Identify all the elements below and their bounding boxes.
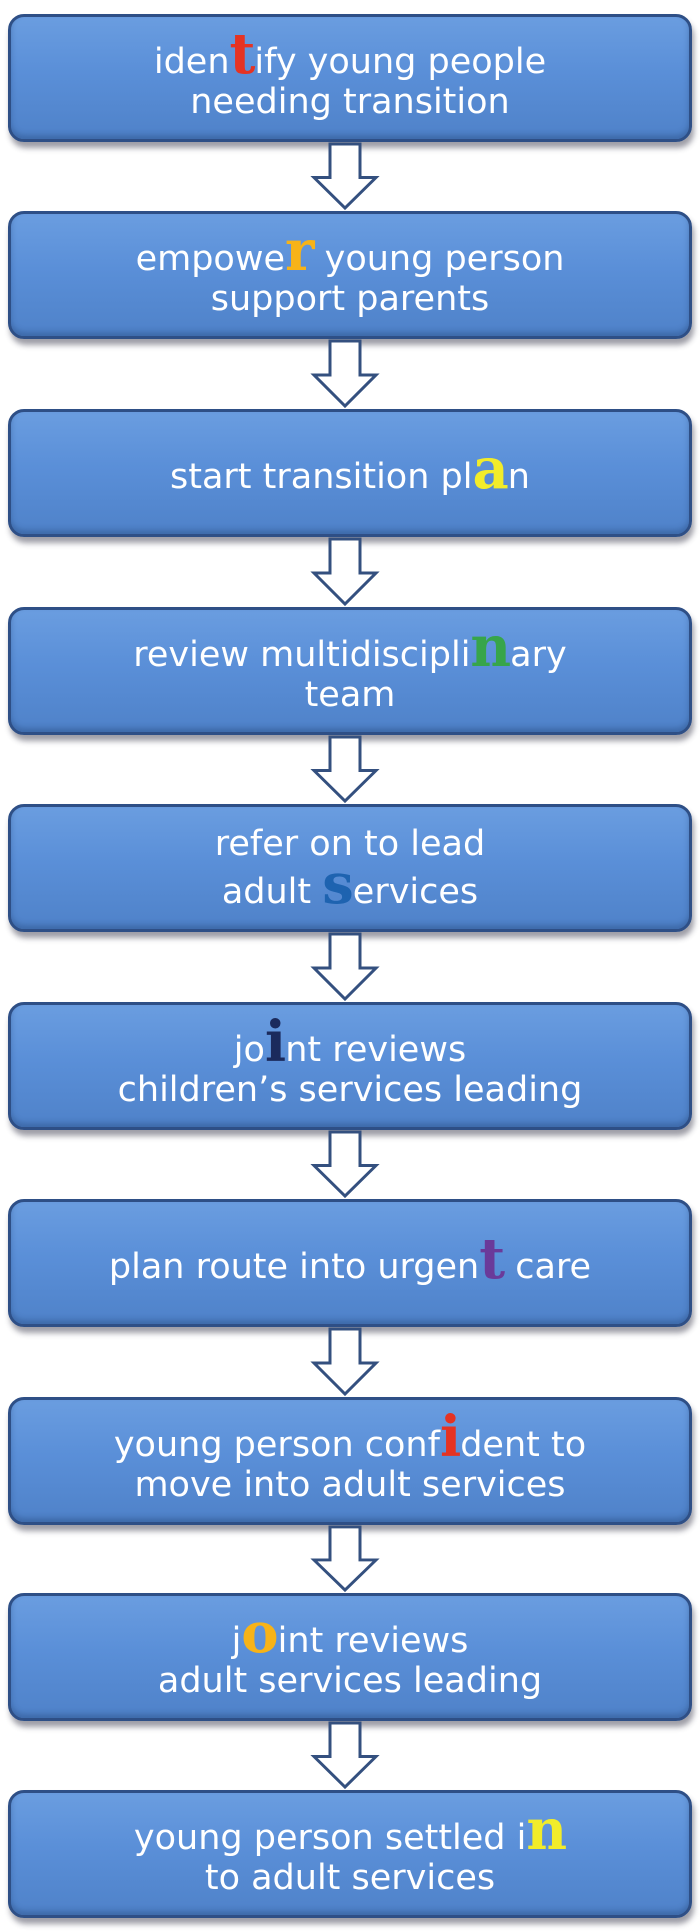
- step-text-before: young person conf: [113, 1425, 440, 1465]
- step-line: team: [133, 675, 566, 715]
- step-plan-box: start transition plan: [8, 409, 692, 537]
- down-arrow-icon: [310, 339, 380, 409]
- step-text-before: adult services leading: [157, 1661, 543, 1701]
- step-line: needing transition: [154, 82, 546, 122]
- step-line: young person confident to: [113, 1409, 587, 1465]
- down-arrow-icon: [310, 735, 380, 804]
- step-text-before: j: [231, 1621, 242, 1661]
- step-text-before: refer on to lead: [214, 824, 486, 864]
- down-arrow-icon: [310, 142, 380, 211]
- step-text-after: young person: [313, 239, 565, 279]
- highlight-letter: n: [526, 1797, 567, 1863]
- highlight-letter: i: [264, 1009, 286, 1075]
- highlight-letter: o: [241, 1600, 278, 1666]
- down-arrow-icon: [310, 1525, 380, 1593]
- step-text-before: review multidiscipli: [133, 635, 471, 675]
- step-line: joint reviews: [118, 1014, 583, 1070]
- step-text-after: ary: [510, 635, 567, 675]
- step-text-before: team: [304, 675, 396, 715]
- step-line: start transition plan: [170, 441, 530, 497]
- step-urgent-care-box: plan route into urgent care: [8, 1199, 692, 1327]
- highlight-letter: n: [470, 614, 511, 680]
- step-text-after: n: [507, 457, 530, 497]
- down-arrow-icon: [310, 1130, 380, 1199]
- down-arrow-icon: [310, 537, 380, 607]
- step-text-before: empowe: [135, 239, 285, 279]
- step-text-before: plan route into urgen: [108, 1247, 480, 1287]
- step-text-before: children’s services leading: [117, 1070, 583, 1110]
- step-text-after: care: [504, 1247, 592, 1287]
- step-text: plan route into urgent care: [108, 1231, 592, 1287]
- step-line: empower young person: [135, 223, 565, 279]
- step-line: children’s services leading: [118, 1070, 583, 1110]
- step-text-after: dent to: [460, 1425, 587, 1465]
- down-arrow-icon: [310, 1721, 380, 1790]
- step-line: adult services leading: [158, 1661, 542, 1701]
- step-text-before: start transition pl: [170, 457, 473, 497]
- step-text-before: needing transition: [190, 82, 510, 122]
- step-line: adult services: [215, 856, 485, 912]
- step-line: to adult services: [134, 1858, 566, 1898]
- step-text-after: nt reviews: [285, 1030, 467, 1070]
- step-text-before: iden: [153, 42, 230, 82]
- highlight-letter: r: [284, 218, 314, 284]
- step-line: young person settled in: [133, 1802, 567, 1858]
- highlight-letter: t: [479, 1226, 505, 1292]
- step-line: identify young people: [153, 26, 547, 82]
- step-text-before: young person settled i: [133, 1818, 527, 1858]
- highlight-letter: a: [472, 436, 508, 502]
- highlight-letter: s: [322, 851, 354, 917]
- down-arrow-icon: [310, 1327, 380, 1397]
- step-line: joint reviews: [158, 1605, 542, 1661]
- step-text-after: int reviews: [277, 1621, 469, 1661]
- highlight-letter: t: [229, 21, 256, 87]
- step-text-before: support parents: [210, 279, 490, 319]
- step-text-after: ify young people: [254, 42, 547, 82]
- step-text-before: move into adult services: [134, 1465, 566, 1505]
- step-text-after: ervices: [352, 872, 479, 912]
- down-arrow-icon: [310, 932, 380, 1002]
- step-line: refer on to lead: [215, 824, 485, 864]
- step-text-before: jo: [233, 1030, 265, 1070]
- step-text-before: adult: [221, 872, 323, 912]
- step-text-before: to adult services: [204, 1858, 496, 1898]
- highlight-letter: i: [439, 1404, 461, 1470]
- step-line: support parents: [136, 279, 565, 319]
- step-line: move into adult services: [114, 1465, 586, 1505]
- step-line: plan route into urgent care: [108, 1231, 592, 1287]
- step-line: review multidisciplinary: [133, 619, 567, 675]
- step-text: start transition plan: [170, 441, 530, 497]
